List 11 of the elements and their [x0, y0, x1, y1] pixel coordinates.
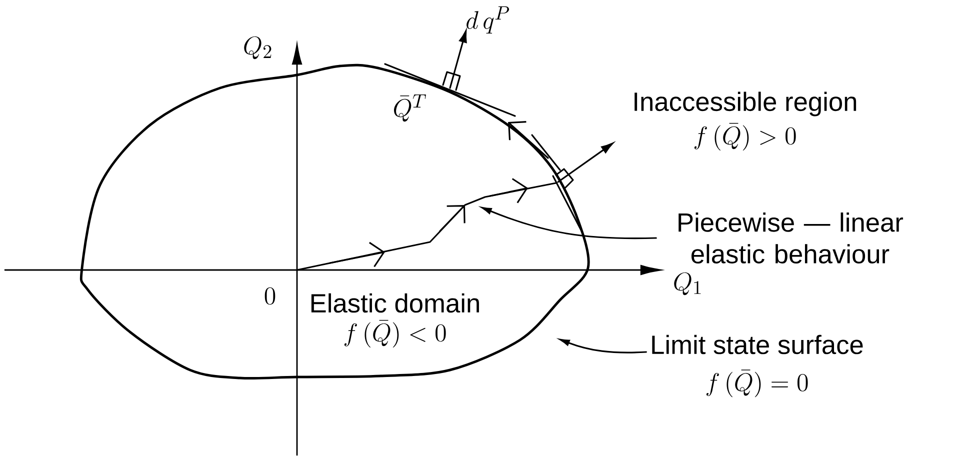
point-label: $\bar{Q}^{T}$ [394, 94, 426, 122]
annotation-text: Limit state surface $f\,(\bar{Q})=0$ [652, 334, 863, 398]
vector-label: $d\,q^{P}$ [466, 6, 510, 34]
region-label: Elastic domain [311, 293, 479, 313]
axis-label: $Q_1$ [674, 272, 701, 296]
annotation-text: Piecewise — linear elastic behaviour [678, 212, 904, 264]
condition-formula: $f\,(\bar{Q})<0$ [344, 320, 446, 348]
condition-formula: $f\,(\bar{Q})>0$ [694, 122, 796, 151]
axis-label: $Q_2$ [244, 36, 272, 60]
origin-label: $0$ [264, 287, 276, 305]
region-label: Inaccessible region [634, 92, 856, 116]
